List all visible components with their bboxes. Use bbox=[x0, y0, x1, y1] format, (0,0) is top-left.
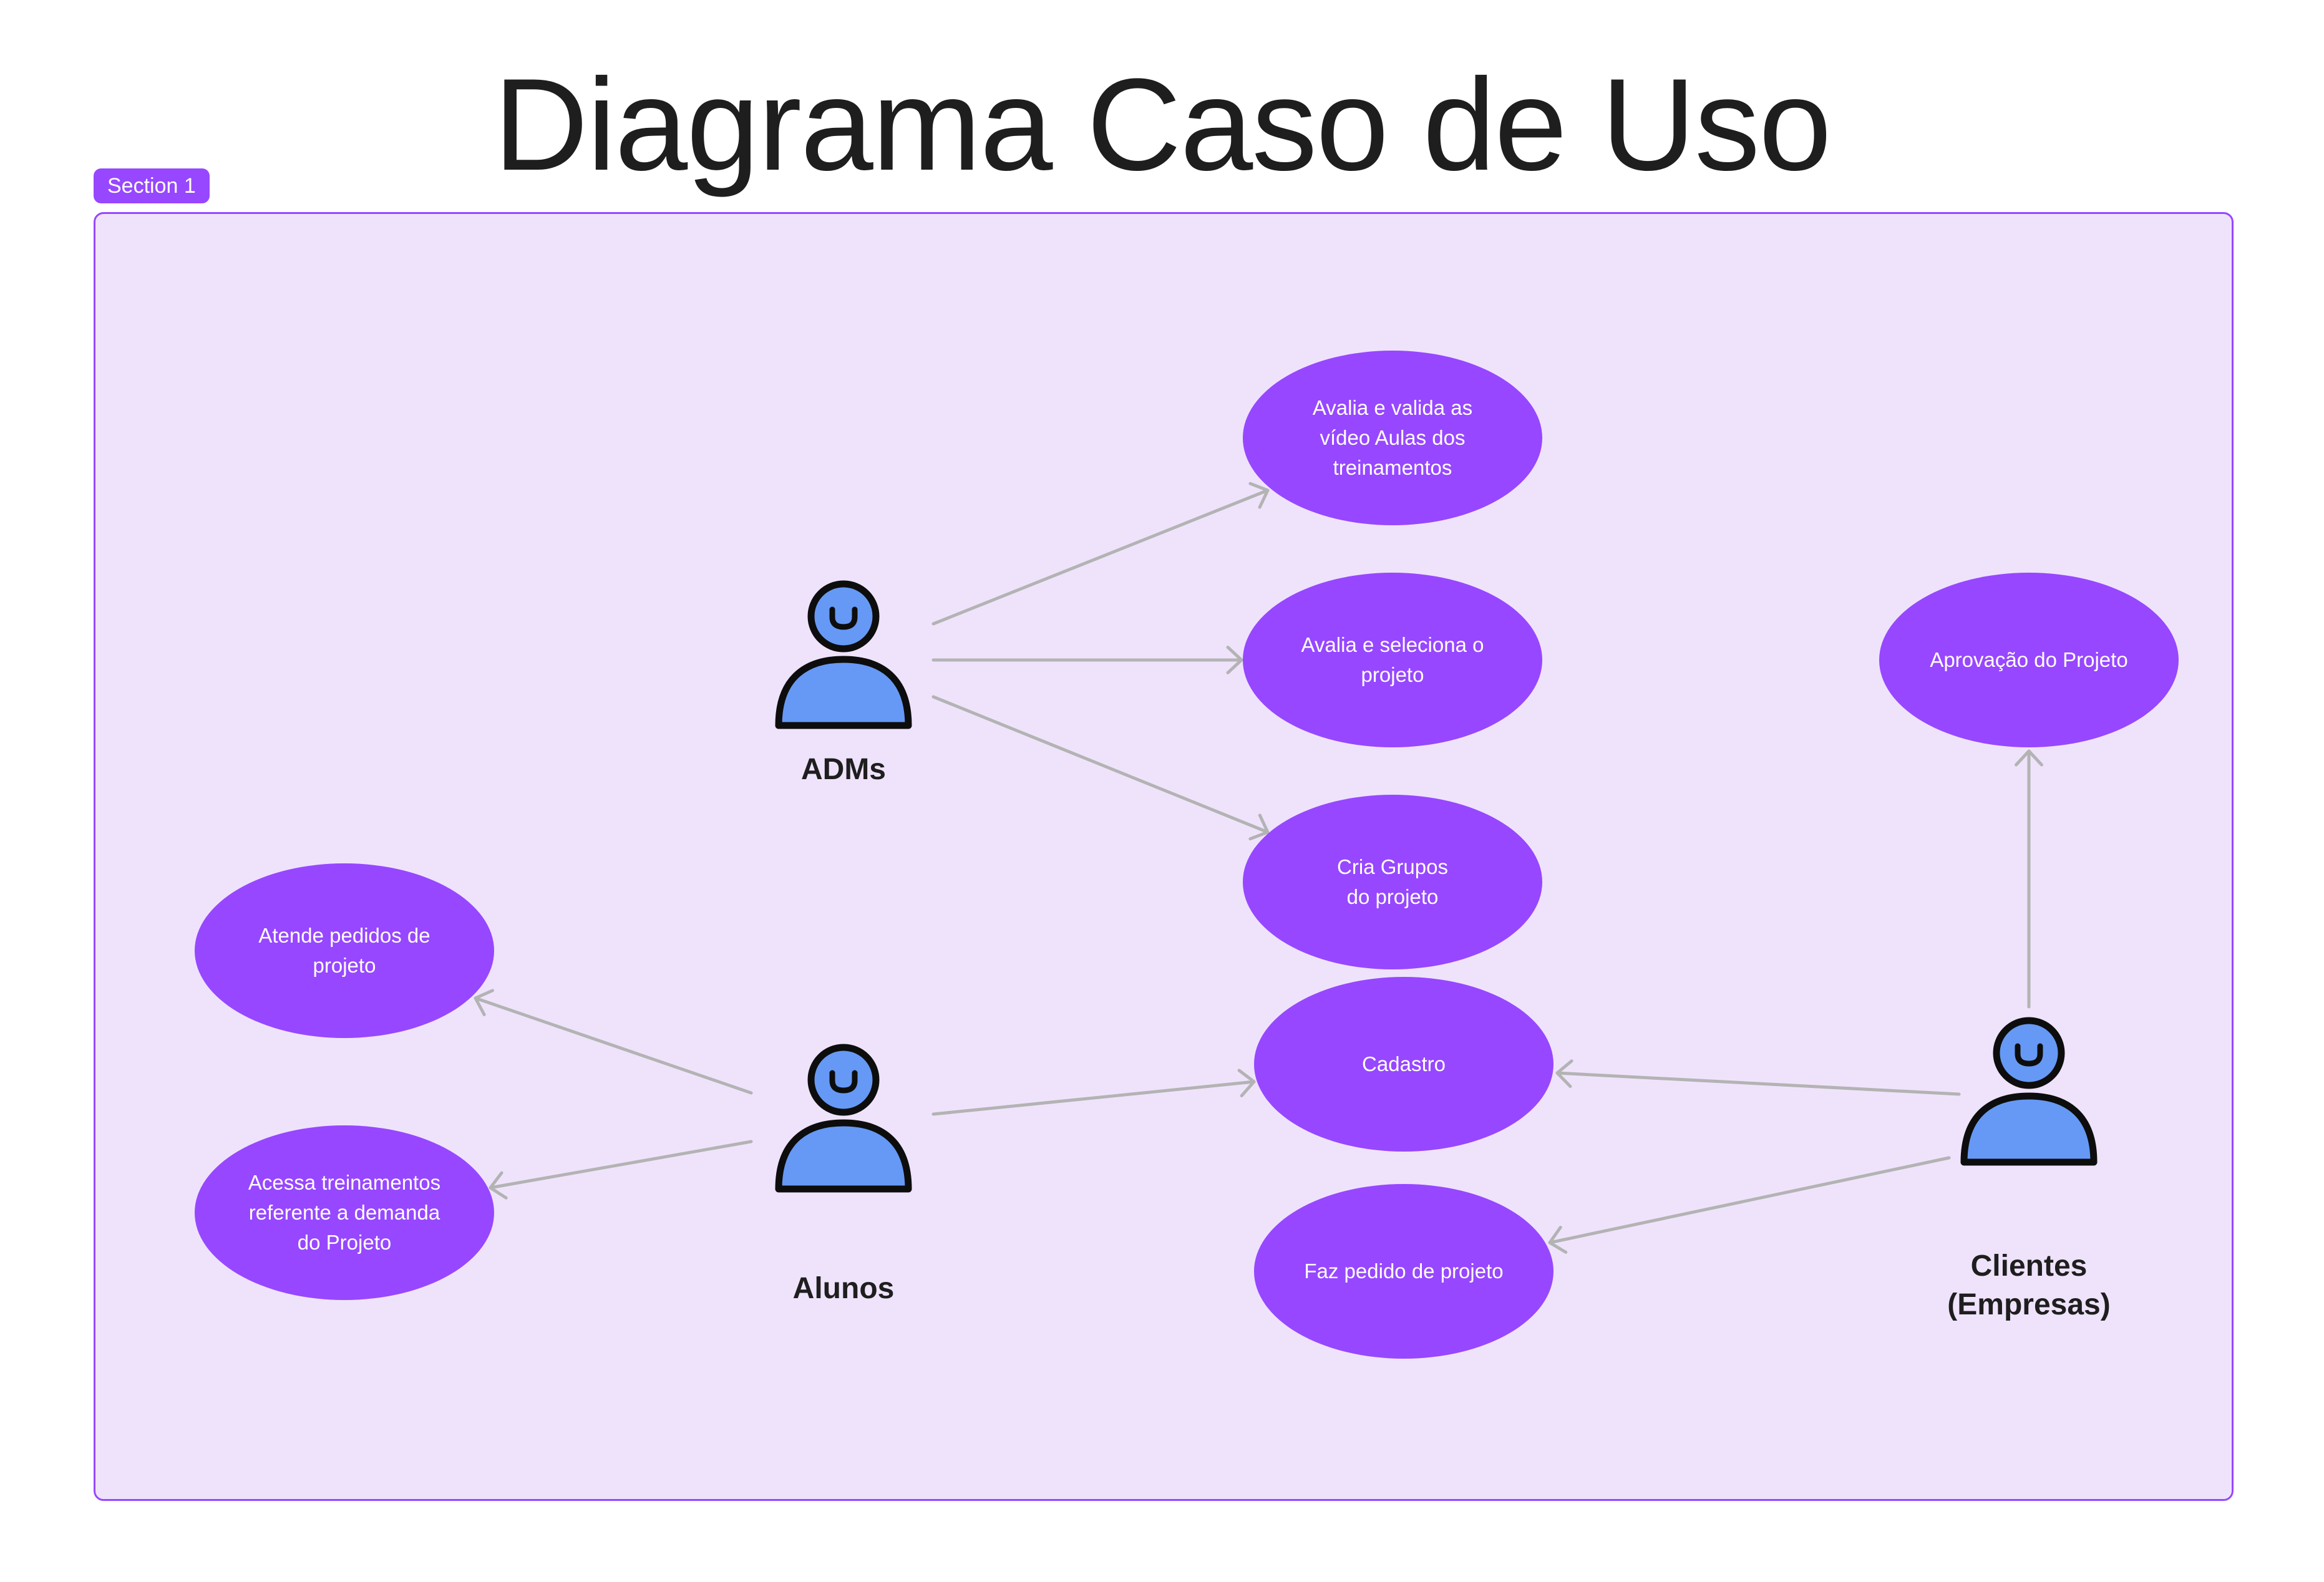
use-case-atende-pedidos[interactable]: Atende pedidos de projeto bbox=[195, 863, 494, 1038]
arrow-alunos-to-cadastro[interactable] bbox=[931, 1069, 1256, 1116]
use-case-aprovacao[interactable]: Aprovação do Projeto bbox=[1879, 573, 2179, 747]
use-case-acessa-treinamentos[interactable]: Acessa treinamentos referente a demanda … bbox=[195, 1125, 494, 1300]
person-face-mark bbox=[829, 1070, 858, 1094]
section-frame[interactable] bbox=[94, 212, 2234, 1501]
person-icon[interactable] bbox=[779, 584, 908, 725]
arrow-adms-to-avalia-valida[interactable] bbox=[931, 482, 1270, 626]
use-case-label: Aprovação do Projeto bbox=[1930, 648, 2128, 671]
use-case-label: Faz pedido de projeto bbox=[1304, 1259, 1504, 1283]
use-case-label: Acessa treinamentos referente a demanda … bbox=[248, 1171, 441, 1254]
arrow-clientes-to-cadastro[interactable] bbox=[1555, 1059, 1961, 1096]
use-case-label: Avalia e valida as vídeo Aulas dos trein… bbox=[1312, 396, 1473, 479]
use-case-cadastro[interactable]: Cadastro bbox=[1254, 977, 1553, 1152]
person-face-mark bbox=[829, 606, 858, 630]
use-case-cria-grupos[interactable]: Cria Grupos do projeto bbox=[1243, 795, 1542, 969]
actor-label-alunos: Alunos bbox=[792, 1272, 895, 1305]
actor-label-adms: ADMs bbox=[800, 753, 886, 786]
use-case-label: Cadastro bbox=[1362, 1052, 1446, 1075]
section-label[interactable]: Section 1 bbox=[94, 168, 210, 203]
use-case-label: Atende pedidos de projeto bbox=[258, 924, 430, 977]
actor-label-clientes: Clientes (Empresas) bbox=[1947, 1250, 2111, 1321]
use-case-faz-pedido[interactable]: Faz pedido de projeto bbox=[1254, 1184, 1553, 1359]
use-case-avalia-valida[interactable]: Avalia e valida as vídeo Aulas dos trein… bbox=[1243, 351, 1542, 525]
use-case-label: Cria Grupos do projeto bbox=[1337, 855, 1448, 908]
arrow-alunos-to-atende-pedidos[interactable] bbox=[474, 989, 753, 1095]
association-arrows bbox=[474, 482, 2043, 1254]
arrow-adms-to-avalia-seleciona[interactable] bbox=[931, 646, 1243, 674]
arrow-clientes-to-aprovacao[interactable] bbox=[2015, 749, 2043, 1009]
use-case-label: Avalia e seleciona o projeto bbox=[1301, 633, 1484, 686]
use-case-avalia-seleciona[interactable]: Avalia e seleciona o projeto bbox=[1243, 573, 1542, 747]
arrow-clientes-to-faz-pedido[interactable] bbox=[1548, 1156, 1951, 1254]
actors-layer bbox=[779, 584, 2094, 1189]
page-title: Diagrama Caso de Uso bbox=[493, 51, 1832, 198]
person-icon[interactable] bbox=[779, 1047, 908, 1189]
person-icon[interactable] bbox=[1964, 1021, 2094, 1162]
arrow-adms-to-cria-grupos[interactable] bbox=[931, 695, 1270, 841]
arrow-alunos-to-acessa-treinamentos[interactable] bbox=[489, 1140, 753, 1200]
person-face-mark bbox=[2015, 1043, 2043, 1067]
